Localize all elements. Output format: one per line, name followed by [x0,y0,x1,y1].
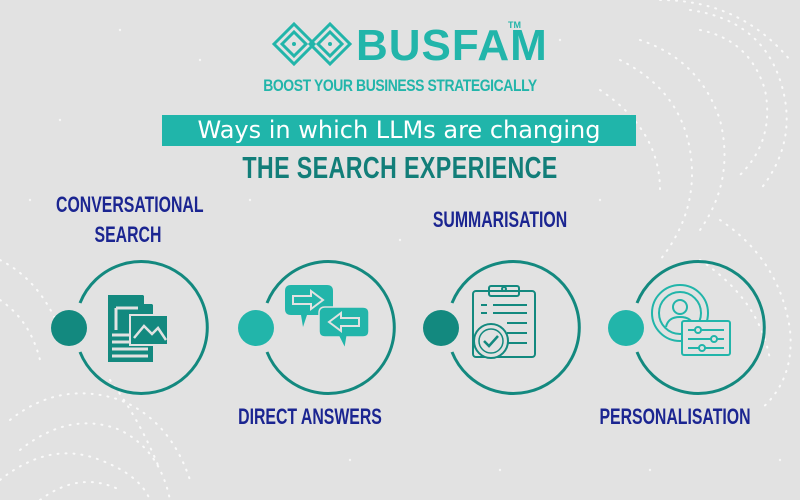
label-conversational-search: CONVERSATIONAL SEARCH [56,190,204,250]
bullet-dot [608,310,644,346]
page-subtitle: THE SEARCH EXPERIENCE [242,150,558,185]
ring-outline [78,260,209,395]
item-summarisation [423,255,585,400]
bullet-dot [238,310,274,346]
banner-text: Ways in which LLMs are changing [197,116,601,144]
brand-tagline: BOOST YOUR BUSINESS STRATEGICALLY [263,76,537,95]
brand-logo: BUSFAM TM [270,18,547,70]
label-summarisation: SUMMARISATION [432,207,568,232]
label-personalisation: PERSONALISATION [599,404,751,429]
item-conversational-search [51,255,213,400]
label-line: SEARCH [94,222,162,247]
item-direct-answers [238,255,400,400]
item-personalisation [608,255,770,400]
label-line: CONVERSATIONAL [56,192,204,217]
ring-outline [450,260,581,395]
clipboard-check-icon [472,285,536,359]
chat-arrows-icon [285,285,370,352]
user-settings-icon [651,284,731,356]
document-image-icon [108,295,169,362]
bullet-dot [51,310,87,346]
busfam-logo-icon [271,21,353,67]
brand-name: BUSFAM [356,21,548,70]
trademark: TM [508,20,521,30]
label-direct-answers: DIRECT ANSWERS [238,404,382,429]
ring-outline [635,260,766,395]
ring-outline [265,260,396,395]
bullet-dot [423,310,459,346]
title-banner: Ways in which LLMs are changing [162,115,636,146]
